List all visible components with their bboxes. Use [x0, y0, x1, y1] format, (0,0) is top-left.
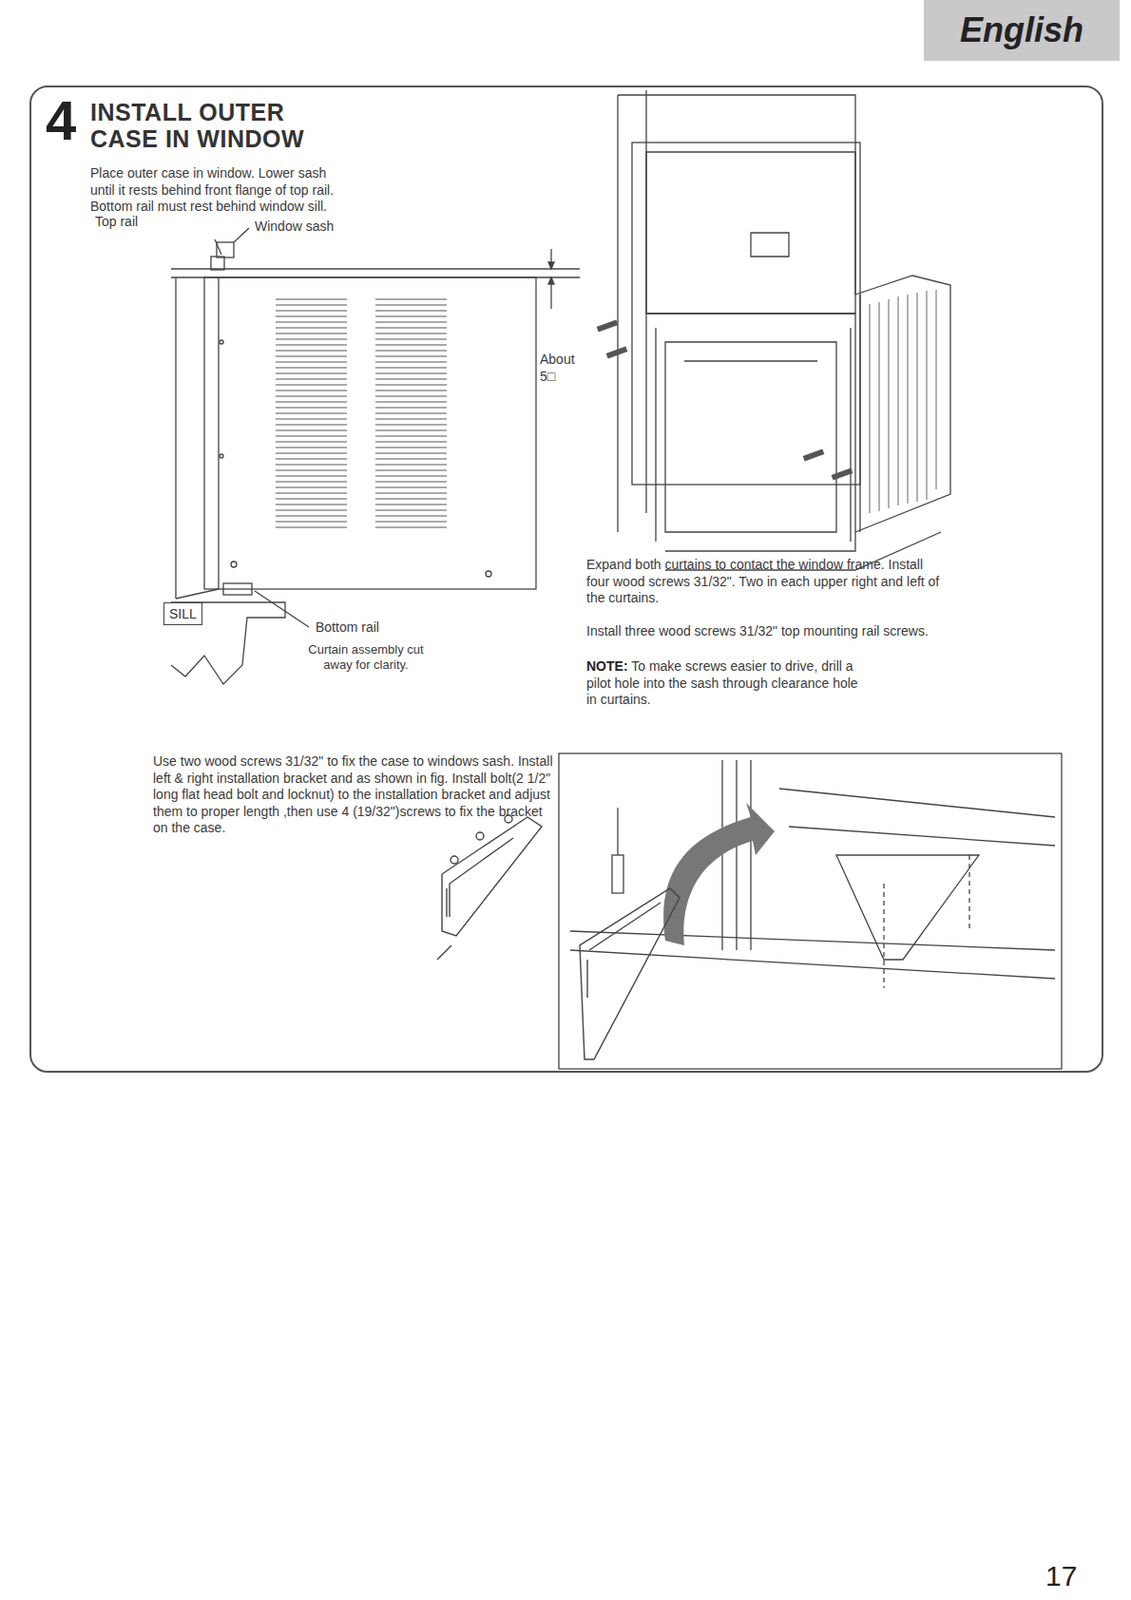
note-block: NOTE: To make screws easier to drive, dr… [586, 658, 872, 710]
instruction-text: Install three wood screws 31/32" top mou… [586, 623, 1053, 641]
language-badge: English [923, 0, 1120, 61]
node-text: SILL [169, 606, 197, 622]
sill-tag: SILL [163, 602, 203, 626]
section-title: INSTALL OUTER CASE IN WINDOW [90, 98, 328, 153]
part-label: Window sash [252, 218, 336, 236]
step-number: 4 [45, 93, 77, 149]
dimension-label: About [537, 351, 577, 369]
part-label: Top rail [93, 213, 140, 231]
instruction-text: Use two wood screws 31/32" to fix the ca… [153, 753, 557, 838]
part-label: Bottom rail [313, 619, 382, 637]
instruction-text: Place outer case in window. Lower sash u… [90, 165, 343, 216]
note-heading: NOTE: [586, 658, 629, 674]
page-number: 17 [1045, 1558, 1077, 1595]
note-text: Curtain assembly cut away for clarity. [299, 642, 433, 674]
node-text: English [959, 10, 1084, 51]
dimension-label: 5□ [537, 368, 557, 386]
instruction-text: Expand both curtains to contact the wind… [586, 556, 948, 608]
